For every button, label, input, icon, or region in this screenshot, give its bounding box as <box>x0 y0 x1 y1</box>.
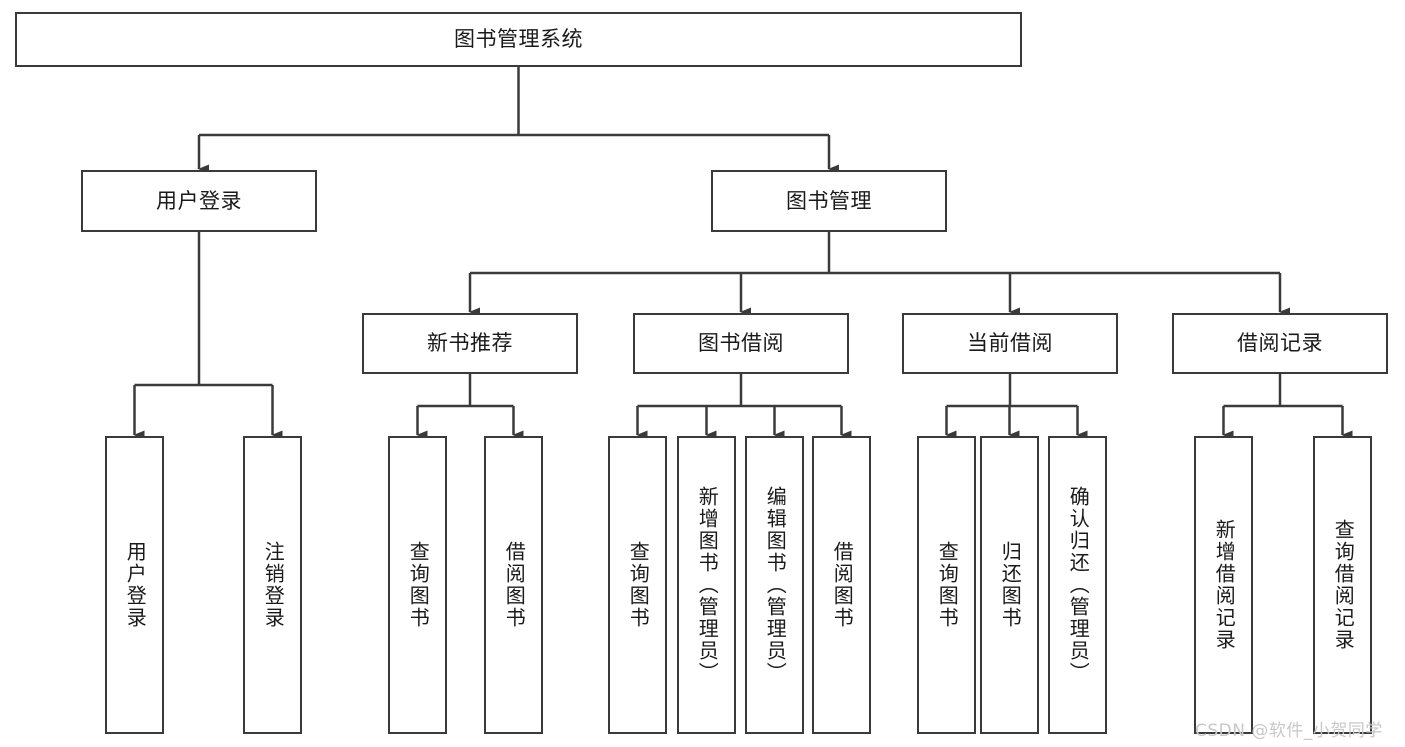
node-leaf-edit-book[interactable]: 编辑图书（管理员） <box>745 436 804 734</box>
node-label: 借阅图书 <box>502 541 527 629</box>
node-book-manage[interactable]: 图书管理 <box>711 170 947 232</box>
node-borrow-record[interactable]: 借阅记录 <box>1172 313 1388 374</box>
node-leaf-query-book-2[interactable]: 查询图书 <box>608 436 667 734</box>
node-label: 新增借阅记录 <box>1212 519 1237 651</box>
node-leaf-confirm-return[interactable]: 确认归还（管理员） <box>1048 436 1107 734</box>
node-label: 查询图书 <box>626 541 651 629</box>
node-leaf-user-logout[interactable]: 注销登录 <box>243 436 302 734</box>
node-label: 用户登录 <box>156 188 242 213</box>
node-label: 查询图书 <box>406 541 431 629</box>
node-new-book-recommend[interactable]: 新书推荐 <box>362 313 578 374</box>
node-label: 新书推荐 <box>427 331 513 356</box>
node-label: 注销登录 <box>261 541 286 629</box>
node-label: 借阅图书 <box>830 541 855 629</box>
node-label: 归还图书 <box>998 541 1023 629</box>
node-label: 图书管理 <box>786 188 872 213</box>
node-label: 图书借阅 <box>698 331 784 356</box>
node-label: 用户登录 <box>123 541 148 629</box>
node-leaf-add-book[interactable]: 新增图书（管理员） <box>677 436 736 734</box>
node-leaf-add-record[interactable]: 新增借阅记录 <box>1194 436 1253 734</box>
node-label: 新增图书（管理员） <box>695 486 720 684</box>
csdn-watermark: CSDN @软件_小贺同学 <box>1195 721 1383 741</box>
node-leaf-return-book[interactable]: 归还图书 <box>980 436 1039 734</box>
node-label: 查询图书 <box>935 541 960 629</box>
node-user-login[interactable]: 用户登录 <box>81 170 317 232</box>
node-label: 图书管理系统 <box>454 27 583 52</box>
node-leaf-user-login[interactable]: 用户登录 <box>105 436 164 734</box>
node-root[interactable]: 图书管理系统 <box>15 12 1022 67</box>
node-leaf-borrow-book-1[interactable]: 借阅图书 <box>484 436 543 734</box>
node-label: 编辑图书（管理员） <box>763 486 788 684</box>
node-leaf-query-book-3[interactable]: 查询图书 <box>917 436 976 734</box>
node-book-borrow[interactable]: 图书借阅 <box>633 313 849 374</box>
node-label: 借阅记录 <box>1237 331 1323 356</box>
node-label: 确认归还（管理员） <box>1066 486 1091 684</box>
node-leaf-borrow-book-2[interactable]: 借阅图书 <box>812 436 871 734</box>
node-leaf-query-book-1[interactable]: 查询图书 <box>388 436 447 734</box>
node-leaf-query-record[interactable]: 查询借阅记录 <box>1313 436 1372 734</box>
node-current-borrow[interactable]: 当前借阅 <box>902 313 1118 374</box>
node-label: 当前借阅 <box>967 331 1053 356</box>
node-label: 查询借阅记录 <box>1331 519 1356 651</box>
